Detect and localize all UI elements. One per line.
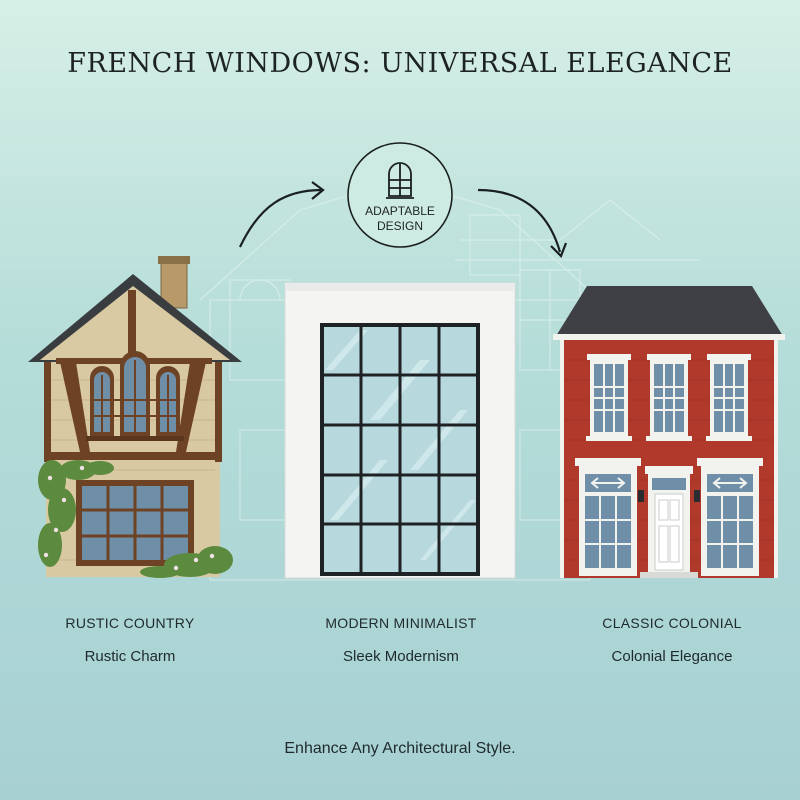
ivy-vines <box>38 460 233 578</box>
page-title: FRENCH WINDOWS: UNIVERSAL ELEGANCE <box>67 48 733 79</box>
style-desc-colonial: Colonial Elegance <box>611 648 733 665</box>
colonial-upper-windows <box>586 354 752 441</box>
rustic-lower-window <box>76 480 194 566</box>
adaptable-design-badge <box>347 142 453 248</box>
badge-line-1: ADAPTABLE <box>365 204 435 218</box>
style-name-colonial: CLASSIC COLONIAL <box>602 615 742 631</box>
colonial-front-door <box>640 466 698 578</box>
style-desc-modern: Sleek Modernism <box>343 648 459 665</box>
badge-label: ADAPTABLE DESIGN <box>355 204 445 234</box>
colonial-lower-windows <box>575 458 763 576</box>
arched-window-icon <box>386 162 414 199</box>
style-name-rustic: RUSTIC COUNTRY <box>65 615 195 631</box>
style-desc-rustic: Rustic Charm <box>84 648 176 665</box>
style-name-modern: MODERN MINIMALIST <box>325 615 477 631</box>
badge-line-2: DESIGN <box>376 219 423 233</box>
rustic-upper-window <box>86 351 184 441</box>
footer-tagline: Enhance Any Architectural Style. <box>284 740 516 757</box>
